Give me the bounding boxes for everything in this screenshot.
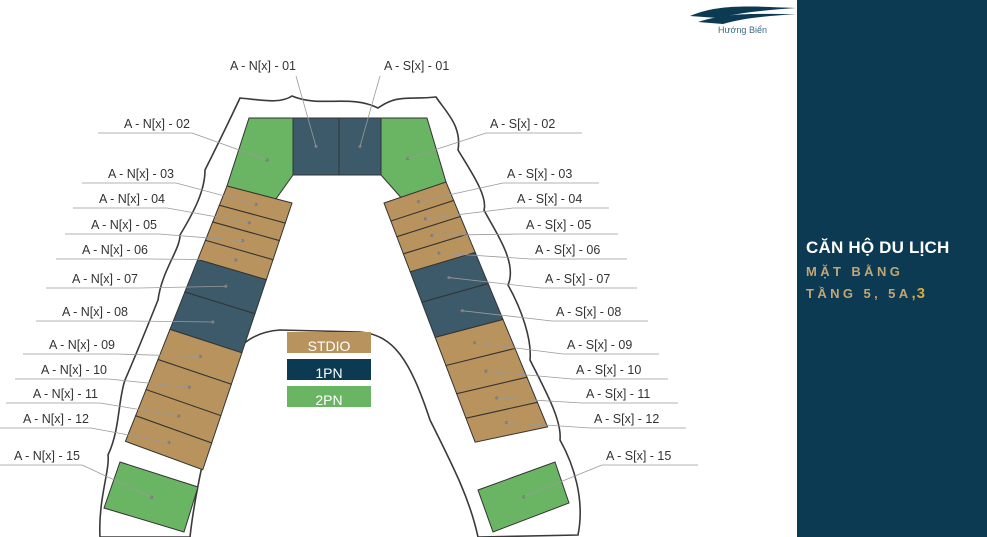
unit-label-n-06: A - N[x] - 06	[82, 243, 148, 257]
leader-line-n-15	[81, 464, 152, 498]
panel-subtitle-line1: MẶT BẰNG	[806, 264, 904, 279]
leader-line-n-03	[175, 182, 257, 205]
panel-subtitle-floors: TẦNG 5, 5A	[806, 286, 912, 301]
leader-line-n-02	[191, 132, 268, 161]
panel-subtitle-line2: TẦNG 5, 5A,3	[806, 285, 926, 302]
unit-label-s-10: A - S[x] - 10	[576, 363, 641, 377]
leader-line-n-07	[139, 285, 226, 289]
unit-label-n-09: A - N[x] - 09	[49, 338, 115, 352]
floor-plan: A - N[x] - 01 A - N[x] - 02 A - N[x] - 03 A…	[0, 59, 698, 537]
leader-line-s-11	[496, 397, 583, 404]
unit-label-s-01: A - S[x] - 01	[384, 59, 449, 73]
unit-label-s-04: A - S[x] - 04	[517, 192, 582, 206]
leader-line-s-02	[407, 132, 487, 160]
unit-label-n-02: A - N[x] - 02	[124, 117, 190, 131]
leader-line-s-15	[523, 464, 603, 498]
leader-line-n-04	[166, 207, 250, 224]
unit-label-n-03: A - N[x] - 03	[108, 167, 174, 181]
leader-line-s-08	[462, 310, 553, 322]
unit-label-n-11: A - N[x] - 11	[33, 387, 98, 401]
unit-label-n-07: A - N[x] - 07	[72, 272, 138, 286]
unit-label-n-12: A - N[x] - 12	[23, 412, 89, 426]
unit-label-s-15: A - S[x] - 15	[606, 449, 671, 463]
unit-label-s-08: A - S[x] - 08	[556, 305, 621, 319]
unit-label-s-06: A - S[x] - 06	[535, 243, 600, 257]
unit-label-n-05: A - N[x] - 05	[91, 218, 157, 232]
unit-label-n-04: A - N[x] - 04	[99, 192, 165, 206]
panel-subtitle-suffix: ,3	[911, 285, 927, 302]
unit-label-s-02: A - S[x] - 02	[490, 117, 555, 131]
legend-1pn: 1PN	[287, 359, 371, 380]
leader-line-s-09	[474, 342, 564, 355]
leader-line-n-05	[158, 233, 243, 242]
unit-label-n-10: A - N[x] - 10	[41, 363, 107, 377]
leader-line-n-06	[149, 258, 236, 261]
side-panel: CĂN HỘ DU LỊCH MẶT BẰNG TẦNG 5, 5A,3	[797, 0, 987, 537]
leader-line-s-05	[432, 233, 523, 236]
leader-line-n-01	[295, 75, 317, 147]
unit-label-s-05: A - S[x] - 05	[526, 218, 591, 232]
leader-line-n-12	[90, 427, 169, 443]
unit-label-s-11: A - S[x] - 11	[586, 387, 650, 401]
leader-line-n-11	[99, 402, 179, 417]
leader-line-n-08	[129, 320, 213, 323]
unit-label-s-09: A - S[x] - 09	[567, 338, 632, 352]
unit-label-s-03: A - S[x] - 03	[507, 167, 572, 181]
leader-line-s-07	[448, 277, 542, 289]
wave-logo-icon	[690, 6, 796, 24]
brand-name: Hướng Biển	[718, 25, 767, 35]
brand-logo	[688, 0, 798, 40]
leader-line-s-03	[418, 182, 504, 203]
leader-line-s-06	[439, 252, 532, 260]
legend-2pn: 2PN	[287, 386, 371, 407]
panel-title: CĂN HỘ DU LỊCH	[806, 238, 950, 257]
leader-line-n-09	[116, 353, 201, 357]
leader-line-n-10	[108, 378, 190, 388]
unit-label-n-15: A - N[x] - 15	[14, 449, 80, 463]
leader-line-s-12	[506, 422, 591, 429]
unit-label-n-01: A - N[x] - 01	[230, 59, 296, 73]
leader-line-s-10	[486, 370, 573, 380]
unit-label-s-07: A - S[x] - 07	[545, 272, 610, 286]
leader-line-s-04	[425, 207, 514, 220]
unit-n-02[interactable]	[226, 117, 294, 204]
unit-label-n-08: A - N[x] - 08	[62, 305, 128, 319]
unit-label-s-12: A - S[x] - 12	[594, 412, 659, 426]
legend-studio: STDIO	[287, 332, 371, 353]
leader-line-s-01	[359, 75, 381, 147]
